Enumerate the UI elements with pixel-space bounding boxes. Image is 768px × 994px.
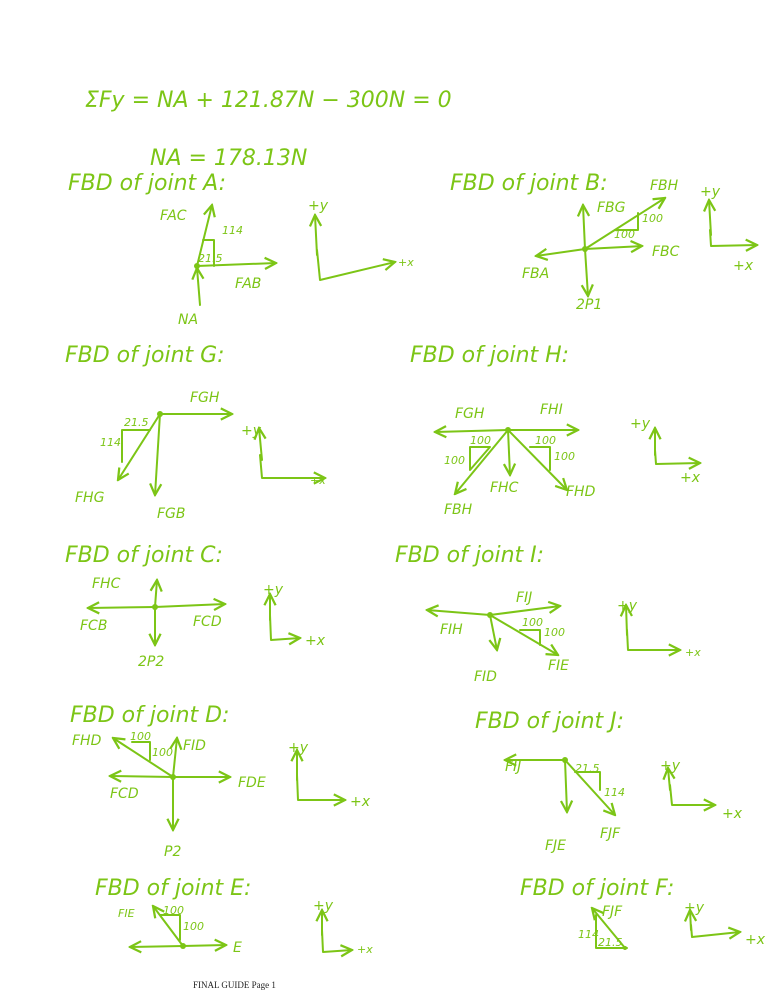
label-fhi: FHI — [540, 402, 563, 418]
fbd-joint-e: FBD of joint E: FIE 100 100 E +y +x — [95, 876, 373, 956]
label-114: 114 — [578, 928, 599, 941]
axis-x: +x — [305, 633, 326, 649]
label-fhc: FHC — [490, 480, 519, 496]
label-fhg: FHG — [75, 490, 105, 506]
label-fgh: FGH — [455, 406, 485, 422]
fbd-joint-h: FBD of joint H: FGH FHI 100 100 100 100 … — [410, 343, 701, 518]
fbd-joint-f: FBD of joint F: FJF 114 21.5 +y +x — [520, 876, 766, 950]
label-fie: FIE — [548, 658, 569, 674]
label-100: 100 — [535, 434, 556, 447]
label-fba: FBA — [522, 266, 549, 282]
label-fac: FAC — [160, 208, 187, 224]
label-fbg: FBG — [597, 200, 626, 216]
heading: FBD of joint D: — [70, 703, 229, 728]
axis-x: +x — [357, 943, 373, 956]
label-100: 100 — [183, 920, 204, 933]
label-114: 114 — [604, 786, 625, 799]
label-fgb: FGB — [157, 506, 186, 522]
label-100: 100 — [544, 626, 565, 639]
axis-x: +x — [745, 932, 766, 948]
label-100: 100 — [522, 616, 543, 629]
label-fcd: FCD — [110, 786, 139, 802]
axis-x: +x — [722, 806, 743, 822]
axis-y: +y — [630, 416, 651, 432]
axis-y: +y — [660, 758, 681, 774]
fbd-joint-b: FBD of joint B: FBG FBH 100 100 FBC FBA … — [450, 171, 757, 313]
axis-y: +y — [684, 900, 705, 916]
axis-x: +x — [733, 258, 754, 274]
label-2p1: 2P1 — [576, 297, 602, 313]
label-fjf: FJF — [602, 904, 623, 920]
heading: FBD of joint A: — [68, 171, 226, 196]
label-fhd: FHD — [566, 484, 596, 500]
axis-x: +x — [310, 474, 326, 487]
fbd-joint-a: FBD of joint A: FAC 114 21.5 FAB NA +y +… — [68, 171, 414, 328]
label-fbh: FBH — [650, 178, 679, 194]
label-100: 100 — [470, 434, 491, 447]
label-fij: FIJ — [505, 759, 521, 775]
fbd-joint-g: FBD of joint G: FGH 21.5 114 FHG FGB +y … — [65, 343, 326, 522]
label-fcb: FCB — [80, 618, 107, 634]
axis-y: +y — [617, 598, 638, 614]
axis-y: +y — [308, 198, 329, 214]
label-100: 100 — [444, 454, 465, 467]
heading: FBD of joint H: — [410, 343, 569, 368]
label-fbh: FBH — [444, 502, 473, 518]
label-fid: FID — [474, 669, 497, 685]
label-114: 114 — [100, 436, 121, 449]
page-footer: FINAL GUIDE Page 1 — [193, 980, 276, 990]
label-fbc: FBC — [652, 244, 680, 260]
label-fhd: FHD — [72, 733, 102, 749]
heading: FBD of joint I: — [395, 543, 544, 568]
label-fie: FIE — [118, 907, 135, 920]
label-fje: FJE — [545, 838, 566, 854]
label-114: 114 — [222, 224, 243, 237]
label-fih: FIH — [440, 622, 463, 638]
label-e: E — [233, 940, 242, 956]
label-fij: FIJ — [516, 590, 532, 606]
label-100: 100 — [614, 228, 635, 241]
fbd-joint-c: FBD of joint C: FHC FCB FCD 2P2 +y +x — [65, 543, 326, 670]
label-fhc: FHC — [92, 576, 121, 592]
sum-fy-equation: ΣFy = NA + 121.87N − 300N = 0 — [85, 88, 452, 113]
label-fgh: FGH — [190, 390, 220, 406]
heading: FBD of joint B: — [450, 171, 608, 196]
label-100: 100 — [554, 450, 575, 463]
label-21-5: 21.5 — [598, 936, 623, 949]
label-100: 100 — [130, 730, 151, 743]
axis-y: +y — [313, 898, 334, 914]
label-100: 100 — [152, 746, 173, 759]
heading: FBD of joint C: — [65, 543, 223, 568]
label-fcd: FCD — [193, 614, 222, 630]
label-fde: FDE — [238, 775, 266, 791]
axis-x: +x — [398, 256, 414, 269]
heading: FBD of joint F: — [520, 876, 674, 901]
axis-x: +x — [680, 470, 701, 486]
label-fab: FAB — [235, 276, 261, 292]
fbd-joint-i: FBD of joint I: FIJ FIH 100 100 FID FIE … — [395, 543, 701, 685]
label-100: 100 — [163, 904, 184, 917]
label-2p2: 2P2 — [138, 654, 164, 670]
axis-y: +y — [700, 184, 721, 200]
heading: FBD of joint J: — [475, 709, 624, 734]
axis-y: +y — [241, 423, 262, 439]
axis-y: +y — [263, 582, 284, 598]
label-100: 100 — [642, 212, 663, 225]
axis-x: +x — [350, 794, 371, 810]
na-result: NA = 178.13N — [150, 146, 307, 171]
label-na: NA — [178, 312, 198, 328]
label-fjf: FJF — [600, 826, 621, 842]
label-21-5: 21.5 — [198, 252, 223, 265]
label-p2: P2 — [164, 844, 181, 860]
axis-x: +x — [685, 646, 701, 659]
fbd-joint-d: FBD of joint D: FHD 100 100 FID FCD FDE … — [70, 703, 371, 860]
label-21-5: 21.5 — [124, 416, 149, 429]
label-21-5: 21.5 — [575, 762, 600, 775]
heading: FBD of joint E: — [95, 876, 251, 901]
heading: FBD of joint G: — [65, 343, 225, 368]
fbd-joint-j: FBD of joint J: FIJ 21.5 114 FJE FJF +y … — [475, 709, 743, 854]
axis-y: +y — [288, 740, 309, 756]
label-fid: FID — [183, 738, 206, 754]
